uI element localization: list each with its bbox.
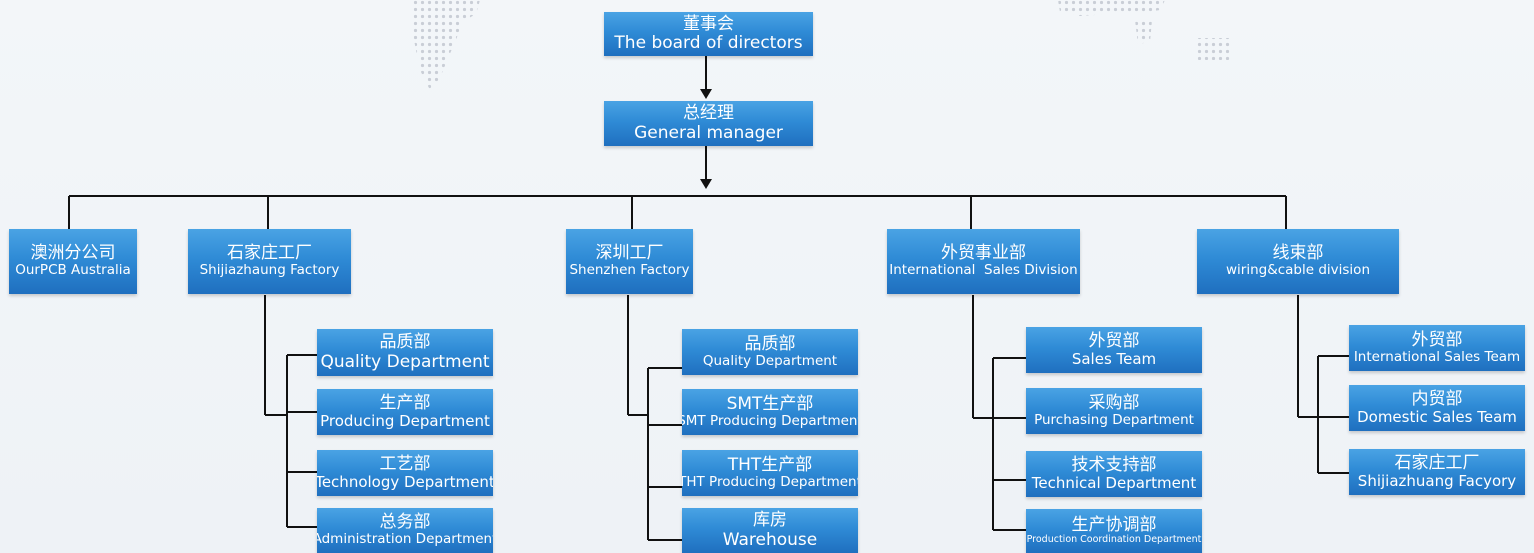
dept-cn-label: SMT生产部: [726, 393, 814, 414]
dept-cn-label: 内贸部: [1411, 389, 1463, 410]
arrowhead-board-to-gm: [700, 89, 712, 99]
dept-en-label: Technology Department: [317, 473, 493, 492]
dept-cn-label: 库房: [753, 510, 787, 531]
dept-en-label: Warehouse: [722, 529, 818, 550]
dept-en-label: Sales Team: [1071, 350, 1157, 369]
sjz-administration-department-box: 总务部 Administration Department: [317, 508, 493, 553]
division-wiring-cable-box: 线束部 wiring&cable division: [1197, 229, 1399, 294]
division-en-label: Shijiazhaung Factory: [199, 262, 340, 279]
intl-production-coordination-box: 生产协调部 Production Coordination Department: [1026, 509, 1202, 553]
dept-cn-label: 外贸部: [1411, 329, 1463, 350]
dept-en-label: Quality Department: [320, 351, 490, 372]
sjz-technology-department-box: 工艺部 Technology Department: [317, 450, 493, 496]
dept-en-label: Production Coordination Department: [1026, 534, 1202, 546]
dept-en-label: Domestic Sales Team: [1357, 408, 1517, 427]
dept-en-label: SMT Producing Department: [682, 412, 858, 429]
sz-tht-producing-department-box: THT生产部 THT Producing Department: [682, 450, 858, 496]
board-en-label: The board of directors: [614, 33, 803, 53]
dept-cn-label: 生产协调部: [1071, 515, 1157, 536]
division-en-label: OurPCB Australia: [15, 262, 131, 279]
sz-warehouse-box: 库房 Warehouse: [682, 508, 858, 553]
board-of-directors-box: 董事会 The board of directors: [604, 12, 813, 56]
dept-cn-label: 采购部: [1088, 392, 1140, 413]
gm-en-label: General manager: [634, 122, 783, 143]
dept-en-label: THT Producing Department: [682, 473, 858, 490]
division-cn-label: 澳洲分公司: [30, 243, 116, 264]
dept-en-label: International Sales Team: [1353, 348, 1521, 365]
board-cn-label: 董事会: [683, 13, 734, 34]
arrowhead-gm-to-divisions: [700, 179, 712, 189]
world-map-dots-decoration: [412, 0, 1232, 90]
wiring-international-sales-team-box: 外贸部 International Sales Team: [1349, 325, 1525, 371]
dept-cn-label: 石家庄工厂: [1394, 453, 1480, 474]
division-cn-label: 外贸事业部: [941, 243, 1026, 264]
dept-cn-label: 总务部: [379, 512, 431, 533]
dept-en-label: Purchasing Department: [1034, 411, 1194, 428]
dept-cn-label: 技术支持部: [1071, 455, 1157, 476]
dept-en-label: Producing Department: [320, 412, 490, 431]
sjz-quality-department-box: 品质部 Quality Department: [317, 329, 493, 376]
division-cn-label: 线束部: [1272, 243, 1324, 264]
sz-smt-producing-department-box: SMT生产部 SMT Producing Department: [682, 389, 858, 435]
division-international-sales-box: 外贸事业部 International Sales Division: [887, 229, 1080, 294]
dept-en-label: Administration Department: [317, 531, 493, 548]
division-en-label: wiring&cable division: [1225, 262, 1371, 279]
general-manager-box: 总经理 General manager: [604, 101, 813, 146]
division-en-label: International Sales Division: [889, 262, 1078, 279]
division-en-label: Shenzhen Factory: [569, 262, 690, 279]
intl-purchasing-department-box: 采购部 Purchasing Department: [1026, 388, 1202, 434]
sjz-producing-department-box: 生产部 Producing Department: [317, 389, 493, 435]
dept-en-label: Technical Department: [1031, 474, 1197, 493]
division-cn-label: 石家庄工厂: [227, 243, 312, 264]
intl-sales-team-box: 外贸部 Sales Team: [1026, 327, 1202, 373]
dept-cn-label: THT生产部: [727, 454, 813, 475]
dept-en-label: Shijiazhuang Facyory: [1357, 472, 1517, 491]
intl-technical-department-box: 技术支持部 Technical Department: [1026, 451, 1202, 497]
division-shenzhen-box: 深圳工厂 Shenzhen Factory: [566, 229, 693, 294]
gm-cn-label: 总经理: [683, 103, 734, 124]
wiring-domestic-sales-team-box: 内贸部 Domestic Sales Team: [1349, 385, 1525, 431]
dept-cn-label: 品质部: [379, 332, 431, 353]
division-australia-box: 澳洲分公司 OurPCB Australia: [9, 229, 137, 294]
sz-quality-department-box: 品质部 Quality Department: [682, 329, 858, 375]
dept-cn-label: 外贸部: [1088, 331, 1140, 352]
division-cn-label: 深圳工厂: [595, 243, 664, 264]
dept-cn-label: 生产部: [379, 393, 431, 414]
dept-en-label: Quality Department: [702, 352, 838, 369]
wiring-shijiazhuang-factory-box: 石家庄工厂 Shijiazhuang Facyory: [1349, 449, 1525, 495]
division-shijiazhuang-box: 石家庄工厂 Shijiazhaung Factory: [188, 229, 351, 294]
dept-cn-label: 品质部: [744, 333, 796, 354]
dept-cn-label: 工艺部: [379, 454, 431, 475]
